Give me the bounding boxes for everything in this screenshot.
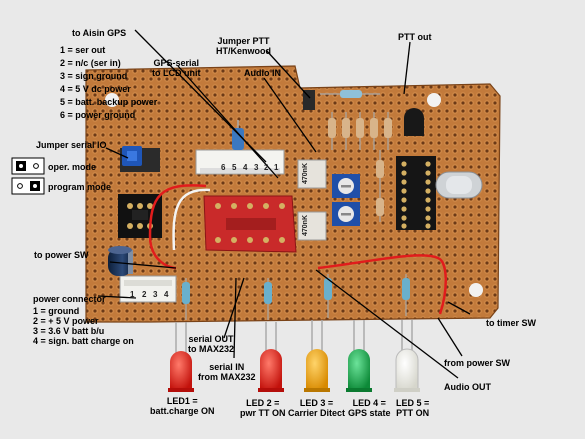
- label-ptt-out: PTT out: [398, 32, 432, 42]
- header6-pin-4: 4: [243, 163, 248, 172]
- led-5: [394, 320, 420, 392]
- gps-pin-6: 6 = power ground: [60, 110, 136, 120]
- power-pin-1: 1 = ground: [33, 306, 80, 316]
- label-aisin-gps: to Aisin GPS: [72, 28, 127, 38]
- gps-pin-2: 2 = n/c (ser in): [60, 58, 121, 68]
- led-3: [304, 320, 330, 392]
- label-led-1: LED1 = batt.charge ON: [150, 396, 215, 416]
- wires: [148, 184, 447, 315]
- ic-socket-red: [203, 195, 297, 253]
- label-program-mode: program mode: [48, 182, 112, 192]
- label-led-2: LED 2 = pwr TT ON: [240, 398, 286, 418]
- electrolytic-capacitor: [108, 246, 133, 276]
- header4-pin-1: 1: [130, 290, 135, 299]
- led-1: [168, 322, 194, 392]
- label-led-3: LED 3 = Carrier Ditect: [288, 398, 346, 418]
- jumper-oper-mode-icon: [11, 157, 45, 175]
- crystal: [435, 171, 483, 199]
- jumper-ptt: [303, 90, 315, 110]
- led-2: [258, 322, 284, 392]
- label-power-connector: power connector: [33, 294, 106, 304]
- resistors-top: [320, 90, 392, 222]
- gps-pin-3: 3 = sign ground: [60, 71, 128, 81]
- label-led-5: LED 5 = PTT ON: [396, 398, 430, 418]
- blue-pot-2: [332, 202, 360, 226]
- power-pin-3: 3 = 3.6 V batt b/u: [33, 326, 105, 336]
- pot-1-marking: 470nK: [302, 162, 309, 184]
- label-led-4: LED 4 = GPS state: [348, 398, 391, 418]
- label-gps-serial: GPS-serial to LCD unit: [152, 58, 201, 78]
- jumper-program-mode-icon: [11, 177, 45, 195]
- resistors-bottom: [182, 274, 410, 320]
- pot-2-marking: 470nK: [302, 214, 309, 236]
- header6-pin-2: 2: [264, 163, 269, 172]
- gps-pin-1: 1 = ser out: [60, 45, 106, 55]
- power-pin-2: 2 = + 5 V power: [33, 316, 99, 326]
- label-oper-mode: oper. mode: [48, 162, 97, 172]
- power-pin-4: 4 = sign. batt charge on: [33, 336, 134, 346]
- led-4: [346, 320, 372, 392]
- label-to-power-sw: to power SW: [34, 250, 89, 260]
- header-6pin: [195, 149, 285, 175]
- ic-socket-16: [396, 156, 436, 230]
- label-serial-out: serial OUT to MAX232: [188, 334, 235, 354]
- power-pinout-list: 1 = ground 2 = + 5 V power 3 = 3.6 V bat…: [33, 306, 134, 346]
- label-from-power-sw: from power SW: [444, 358, 511, 368]
- header4-pin-4: 4: [164, 290, 169, 299]
- ic-socket-8: [118, 194, 162, 238]
- header6-pin-1: 1: [274, 163, 279, 172]
- blue-pot-1: [332, 174, 360, 198]
- label-jumper-serial-io: Jumper serial IO: [36, 140, 107, 150]
- gps-pin-4: 4 = 5 V dc power: [60, 84, 131, 94]
- label-to-timer-sw: to timer SW: [486, 318, 537, 328]
- header6-pin-6: 6: [221, 163, 226, 172]
- trimmer-pot-1: [297, 159, 327, 189]
- transistor: [404, 108, 424, 136]
- header6-pin-5: 5: [232, 163, 237, 172]
- label-audio-in: Audio IN: [244, 68, 281, 78]
- label-jumper-ptt: Jumper PTT HT/Kenwood: [216, 36, 271, 56]
- label-serial-in: serial IN from MAX232: [198, 362, 256, 382]
- pointer-lines: [97, 29, 471, 379]
- header6-pin-3: 3: [254, 163, 259, 172]
- gps-pin-5: 5 = batt. backup power: [60, 97, 158, 107]
- capacitor-blue: [232, 120, 244, 150]
- jumper-serial-io: [120, 146, 160, 172]
- trimmer-pot-2: [297, 211, 327, 241]
- label-audio-out: Audio OUT: [444, 382, 491, 392]
- gps-pinout-list: 1 = ser out 2 = n/c (ser in) 3 = sign gr…: [60, 44, 157, 122]
- header4-pin-3: 3: [153, 290, 158, 299]
- header4-pin-2: 2: [142, 290, 147, 299]
